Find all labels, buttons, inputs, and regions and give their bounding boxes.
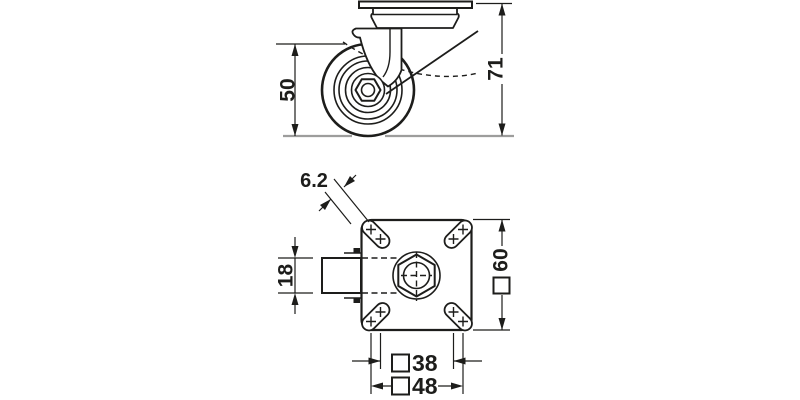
- fork-leg: [351, 27, 403, 88]
- dim-label-wheel-diameter: 50: [276, 78, 299, 101]
- hidden-wheel-edges: [362, 257, 398, 294]
- square-symbol: [391, 353, 410, 373]
- dim-plate-size: 60: [473, 218, 512, 331]
- dim-hole-spacing-outer: 48: [370, 333, 464, 399]
- center-lines: [401, 252, 432, 301]
- fork-pivot-top: [353, 248, 360, 254]
- dim-label-slot-width: 6.2: [300, 170, 328, 192]
- slot-hole-bottom-left: [361, 302, 391, 332]
- screw-position-crosses: [366, 307, 386, 327]
- fork-back-edge: [385, 30, 479, 95]
- screw-position-crosses: [448, 307, 468, 327]
- axle-hex-nut: [354, 78, 382, 102]
- dimension-arrows: [291, 246, 299, 305]
- label-backing: [492, 246, 511, 275]
- slot-hole-top-left: [361, 219, 391, 249]
- slot-outline: [443, 302, 473, 332]
- slot-hole-top-right: [443, 219, 473, 249]
- screw-position-crosses: [448, 224, 468, 244]
- swivel-arc-hidden-line: [342, 41, 479, 78]
- dim-overall-height: 71: [476, 2, 512, 136]
- screw-position-crosses: [366, 224, 386, 244]
- side-view: 50 71: [276, 0, 514, 138]
- wheel-tread-visible: [321, 257, 362, 294]
- dim-wheel-width: 18: [274, 237, 313, 314]
- extension-lines: [379, 333, 455, 369]
- fork-pivot-bottom: [353, 297, 360, 303]
- dim-label-overall-height: 71: [484, 57, 507, 81]
- wheel-hub-side: [350, 72, 386, 108]
- wheel-plan-view: [321, 248, 362, 303]
- dim-label-wheel-width: 18: [274, 264, 297, 288]
- dim-slot-width: 6.2: [300, 170, 370, 225]
- swivel-housing: [370, 7, 460, 29]
- dim-hole-spacing-inner: 38: [352, 333, 482, 376]
- slot-outline: [361, 219, 391, 249]
- dimension-arrows: [498, 219, 506, 330]
- dim-label-hole-spacing-outer: 48: [412, 373, 438, 399]
- square-symbol: [492, 276, 511, 295]
- dim-label-plate-size: 60: [489, 248, 512, 271]
- mounting-plate-edge: [358, 0, 473, 9]
- extension-lines: [370, 333, 464, 394]
- label-backing: [487, 54, 504, 84]
- slot-outline: [443, 219, 473, 249]
- slot-hole-bottom-right: [443, 302, 473, 332]
- axle-bore: [360, 82, 376, 98]
- square-symbol: [391, 376, 410, 396]
- fork-leg-inner-contour: [382, 28, 391, 78]
- leader-lines: [318, 174, 370, 225]
- extension-lines: [473, 218, 510, 331]
- dim-label-hole-spacing-inner: 38: [412, 350, 438, 376]
- dimension-arrows: [320, 176, 355, 210]
- plan-view: 6.2 18 60 38 48: [274, 170, 512, 399]
- dim-wheel-diameter: 50: [276, 43, 345, 136]
- slot-outline: [361, 302, 391, 332]
- swivel-housing-body: [370, 7, 460, 29]
